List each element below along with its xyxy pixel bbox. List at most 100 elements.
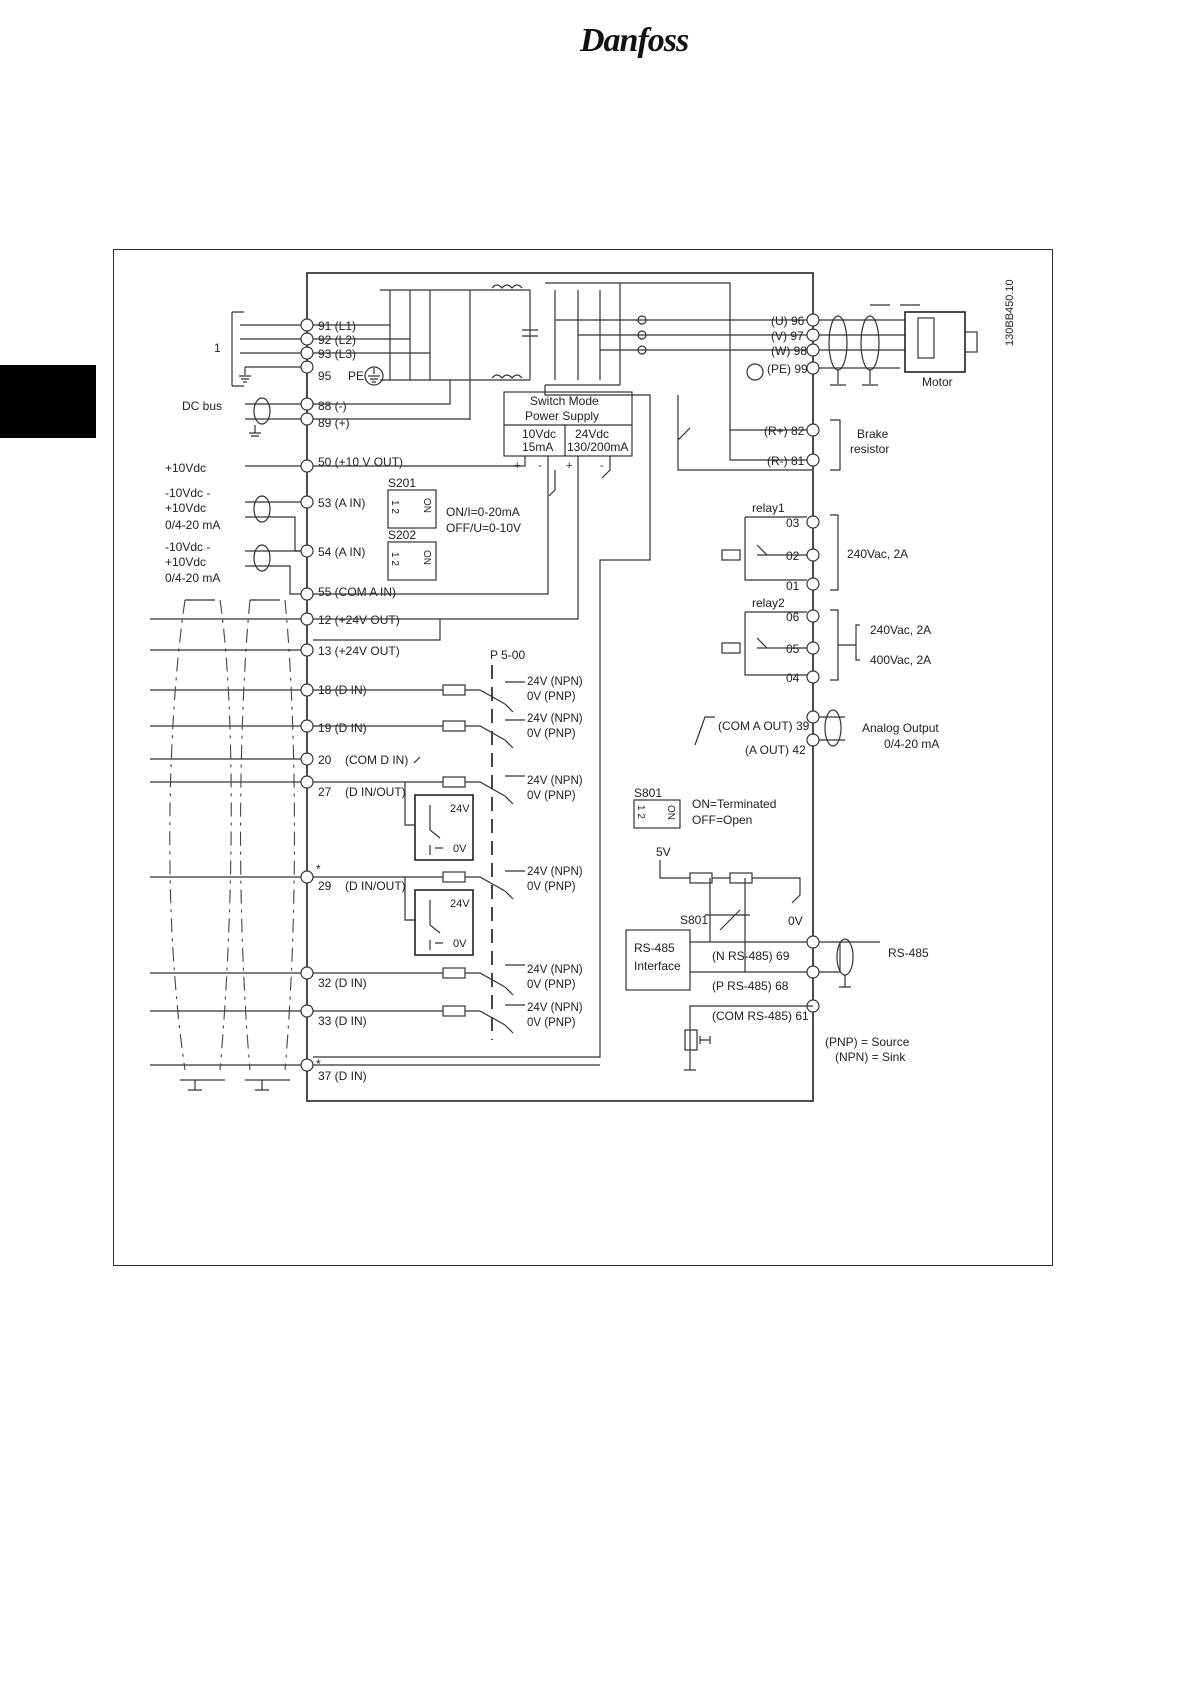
v5-label: 5V <box>656 845 671 859</box>
rs485-box-l2: Interface <box>634 959 681 973</box>
t39: (COM A OUT) 39 <box>718 719 810 733</box>
relay1-rating: 240Vac, 2A <box>847 547 908 561</box>
s201-label: S201 <box>388 476 416 490</box>
rs485-interface-box <box>625 929 691 991</box>
switch-note2: OFF/U=0-10V <box>446 521 521 535</box>
dc-bus-label: DC bus <box>182 399 222 413</box>
smps-out2b: 130/200mA <box>567 440 628 454</box>
pnp-18: 0V (PNP) <box>527 691 576 703</box>
t92: 92 (L2) <box>318 333 356 347</box>
s201-switch <box>387 489 437 529</box>
brake-l1: Brake <box>857 427 889 441</box>
s201-on: ON <box>421 498 432 513</box>
motor-symbol <box>904 311 966 373</box>
s201-pins: 1 2 <box>389 500 400 514</box>
t13: 13 (+24V OUT) <box>318 644 400 658</box>
t33: 33 (D IN) <box>318 1014 367 1028</box>
t03: 03 <box>786 516 800 530</box>
s801-label: S801 <box>634 786 662 800</box>
t06: 06 <box>786 610 800 624</box>
pe-ground-symbol <box>364 366 384 386</box>
t82: (R+) 82 <box>764 424 805 438</box>
t50: 50 (+10 V OUT) <box>318 455 403 469</box>
t27: 27 <box>318 785 332 799</box>
output-box-27 <box>414 794 474 861</box>
s202-label: S202 <box>388 528 416 542</box>
relay2-rating-a: 240Vac, 2A <box>870 623 931 637</box>
npn-27: 24V (NPN) <box>527 775 583 787</box>
t96: (U) 96 <box>771 314 805 328</box>
smps-wires <box>313 456 611 641</box>
t37: 37 (D IN) <box>318 1069 367 1083</box>
t68: (P RS-485) 68 <box>712 979 789 993</box>
s202-on: ON <box>421 550 432 565</box>
relay1-label: relay1 <box>752 501 785 515</box>
box27-24v: 24V <box>450 803 470 815</box>
rs485-termination <box>659 860 801 972</box>
npn-33: 24V (NPN) <box>527 1002 583 1014</box>
brake-l2: resistor <box>850 442 889 456</box>
diagram-frame <box>113 249 1053 1266</box>
npn-32: 24V (NPN) <box>527 964 583 976</box>
t81: (R-) 81 <box>767 454 805 468</box>
motor-wiring <box>819 304 920 386</box>
relay2-label: relay2 <box>752 596 785 610</box>
t01: 01 <box>786 579 800 593</box>
t20: 20 <box>318 753 332 767</box>
pnp-19: 0V (PNP) <box>527 728 576 740</box>
relay2-contacts <box>744 611 807 676</box>
group-1-label: 1 <box>214 341 221 355</box>
t04: 04 <box>786 671 800 685</box>
ain2-l3: 0/4-20 mA <box>165 571 220 585</box>
t05: 05 <box>786 642 800 656</box>
chapter-tab <box>0 365 96 438</box>
box29-24v: 24V <box>450 898 470 910</box>
relay1-contacts <box>744 516 807 581</box>
power-section <box>313 282 812 1058</box>
smps-title1: Switch Mode <box>530 394 599 408</box>
t20-desc: (COM D IN) <box>345 753 408 767</box>
t42: (A OUT) 42 <box>745 743 806 757</box>
smps-out1b: 15mA <box>522 440 553 454</box>
npn-18: 24V (NPN) <box>527 676 583 688</box>
smps-sign3: + <box>566 460 572 472</box>
ain2-l2: +10Vdc <box>165 555 206 569</box>
smps-out2a: 24Vdc <box>575 427 609 441</box>
shielded-cables <box>245 397 301 595</box>
t88: 88 (-) <box>318 399 347 413</box>
t29: 29 <box>318 879 332 893</box>
rs485-box-l1: RS-485 <box>634 941 675 955</box>
t27-desc: (D IN/OUT) <box>345 785 406 799</box>
t98: (W) 98 <box>771 344 807 358</box>
smps-box <box>503 391 633 457</box>
t32: 32 (D IN) <box>318 976 367 990</box>
smps-sign2: - <box>538 460 542 472</box>
pnp-27: 0V (PNP) <box>527 790 576 802</box>
t61: (COM RS-485) 61 <box>712 1009 809 1023</box>
diagram-code: 130BB450.10 <box>1004 279 1016 346</box>
legend-npn: (NPN) = Sink <box>835 1050 906 1064</box>
ain1-l3: 0/4-20 mA <box>165 518 220 532</box>
mains-bracket <box>231 311 244 387</box>
t29-desc: (D IN/OUT) <box>345 879 406 893</box>
s801-switch <box>633 799 681 829</box>
ain1-l1: -10Vdc - <box>165 486 210 500</box>
t93: 93 (L3) <box>318 347 356 361</box>
t54: 54 (A IN) <box>318 545 365 559</box>
npn-29: 24V (NPN) <box>527 866 583 878</box>
legend-pnp: (PNP) = Source <box>825 1035 910 1049</box>
relay2-rating-b: 400Vac, 2A <box>870 653 931 667</box>
s202-switch <box>387 541 437 581</box>
t37-star: * <box>316 1057 321 1071</box>
smps-sign4: - <box>600 460 604 472</box>
pnp-29: 0V (PNP) <box>527 881 576 893</box>
cable-shields <box>169 599 296 1091</box>
box27-0v: 0V <box>453 843 467 855</box>
right-terminal-circles <box>806 313 820 1013</box>
pnp-32: 0V (PNP) <box>527 979 576 991</box>
t69: (N RS-485) 69 <box>712 949 790 963</box>
digital-inputs <box>150 618 600 1066</box>
t12: 12 (+24V OUT) <box>318 613 400 627</box>
switch-note1: ON/I=0-20mA <box>446 505 520 519</box>
